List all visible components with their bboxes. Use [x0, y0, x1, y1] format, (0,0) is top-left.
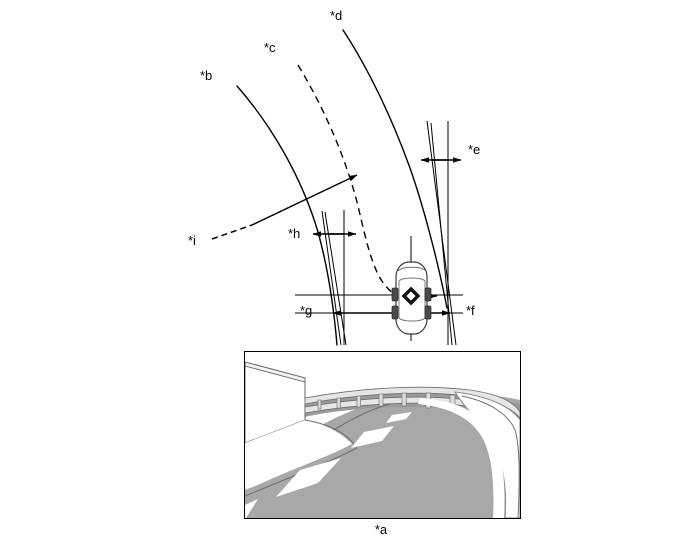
callout-label-d: *d — [330, 8, 342, 23]
vehicle-center-hub-icon — [401, 286, 421, 306]
road-curve-photo: *a — [244, 351, 521, 537]
photo-left-embankment — [245, 420, 352, 490]
callout-label-g: *g — [300, 303, 312, 318]
lane-curves-group — [236, 29, 448, 346]
guardrail-post — [317, 399, 322, 410]
inner-lane-curve — [342, 29, 448, 309]
callout-label-e: *e — [468, 142, 480, 157]
reference-rules-group — [295, 294, 463, 314]
left-guide-bundle — [321, 210, 347, 346]
right-guide-line-2 — [430, 122, 453, 346]
callout-label-i: *i — [188, 233, 196, 248]
callout-labels-group: *b *c *d *e *f *g *h *i — [188, 8, 480, 318]
guardrail-post — [356, 395, 361, 408]
photo-road-surface — [245, 393, 520, 518]
vehicle-wheel-front-right — [424, 287, 432, 302]
callout-label-f: *f — [466, 303, 475, 318]
callout-label-c: *c — [264, 40, 276, 55]
photo-left-road-edge — [245, 419, 358, 497]
photo-lane-dash-2 — [351, 426, 394, 448]
vehicle-wheel-rear-left — [391, 305, 399, 320]
vehicle-windshield — [398, 277, 426, 282]
photo-lane-dash-1 — [386, 412, 412, 423]
guardrail-post — [401, 392, 407, 407]
photo-left-wall-top — [245, 361, 306, 383]
outer-lane-curve — [236, 85, 338, 346]
callout-label-h: *h — [288, 226, 300, 241]
callout-label-b: *b — [200, 68, 212, 83]
left-guide-line-1 — [321, 210, 342, 346]
radius-leader-dashed-part — [211, 224, 253, 240]
vehicle-top-view — [391, 261, 432, 335]
vehicle-hood-line — [397, 266, 427, 272]
photo-caption-label: *a — [375, 522, 388, 537]
vehicle-wheel-front-left — [391, 287, 399, 302]
vehicle-wheel-rear-right — [424, 305, 432, 320]
photo-left-lane-line — [245, 499, 258, 518]
vehicle-rear-window — [398, 317, 426, 322]
photo-far-white-line — [468, 404, 514, 442]
guardrail-post — [378, 393, 384, 407]
radius-leader-solid-part — [251, 174, 358, 226]
photo-content — [245, 352, 520, 518]
photo-right-edge-line — [418, 398, 505, 518]
radius-leader-group — [211, 174, 358, 240]
guardrail-post — [336, 397, 341, 409]
center-lane-curve — [297, 64, 409, 301]
photo-outer-barrier-inner-edge — [461, 395, 520, 518]
photo-outer-barrier — [454, 391, 520, 518]
photo-lane-dash-3 — [276, 458, 341, 497]
